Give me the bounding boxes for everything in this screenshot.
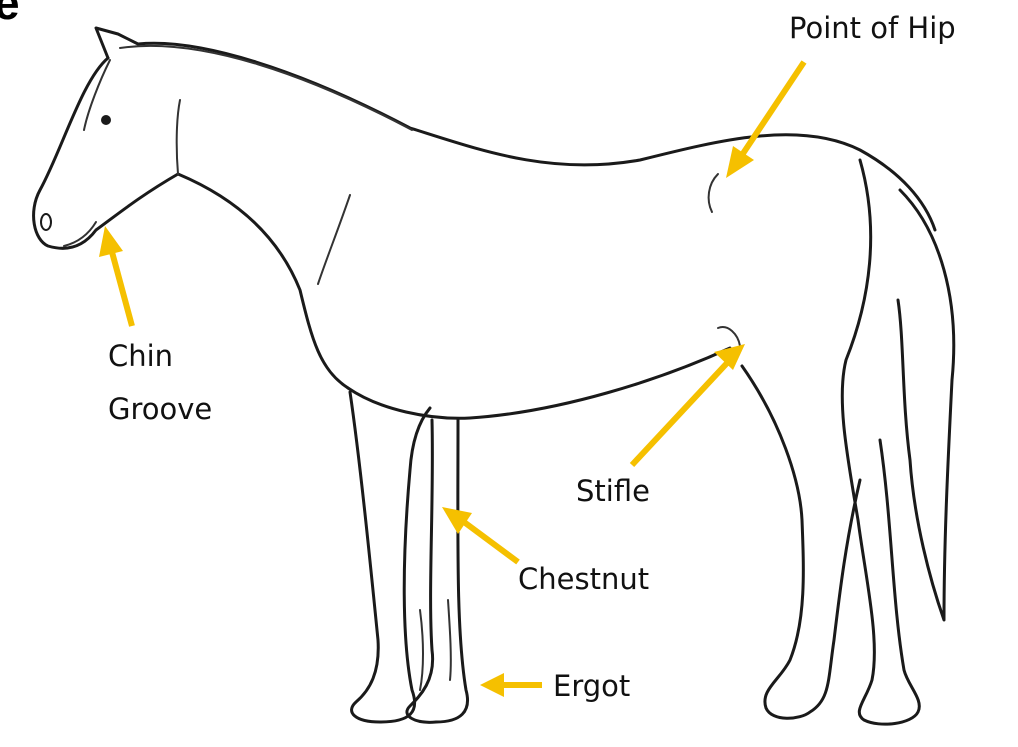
horse-shoulder-line [318, 195, 350, 284]
horse-face-outline [34, 58, 348, 388]
label-ergot: Ergot [553, 660, 630, 713]
label-chin-groove-line2: Groove [108, 383, 212, 436]
arrows [99, 62, 804, 697]
horse-leg-shade-1 [420, 610, 423, 690]
arrow-chin-groove [99, 226, 132, 326]
label-stifle: Stifle [576, 465, 650, 518]
horse-belly-outline [348, 348, 730, 418]
arrow-stifle [632, 344, 745, 465]
horse-jaw-line [177, 100, 180, 174]
horse-hip-mark [709, 174, 718, 212]
horse-stifle-mark [718, 327, 740, 346]
horse-mane [120, 46, 412, 130]
label-point-of-hip: Point of Hip [789, 2, 956, 55]
arrow-ergot [480, 673, 542, 697]
horse-nostril [41, 214, 51, 230]
horse-front-leg-right [407, 420, 468, 722]
label-chin-groove-line1: Chin [108, 330, 173, 383]
arrow-point-of-hip [726, 62, 804, 178]
horse-leg-shade-2 [448, 600, 451, 680]
horse-head-outline [96, 28, 935, 230]
horse-front-leg-left [350, 392, 430, 722]
horse-eye [101, 115, 111, 125]
label-chestnut: Chestnut [518, 553, 649, 606]
arrow-chestnut [442, 507, 518, 562]
horse-tail-outline [898, 190, 954, 620]
